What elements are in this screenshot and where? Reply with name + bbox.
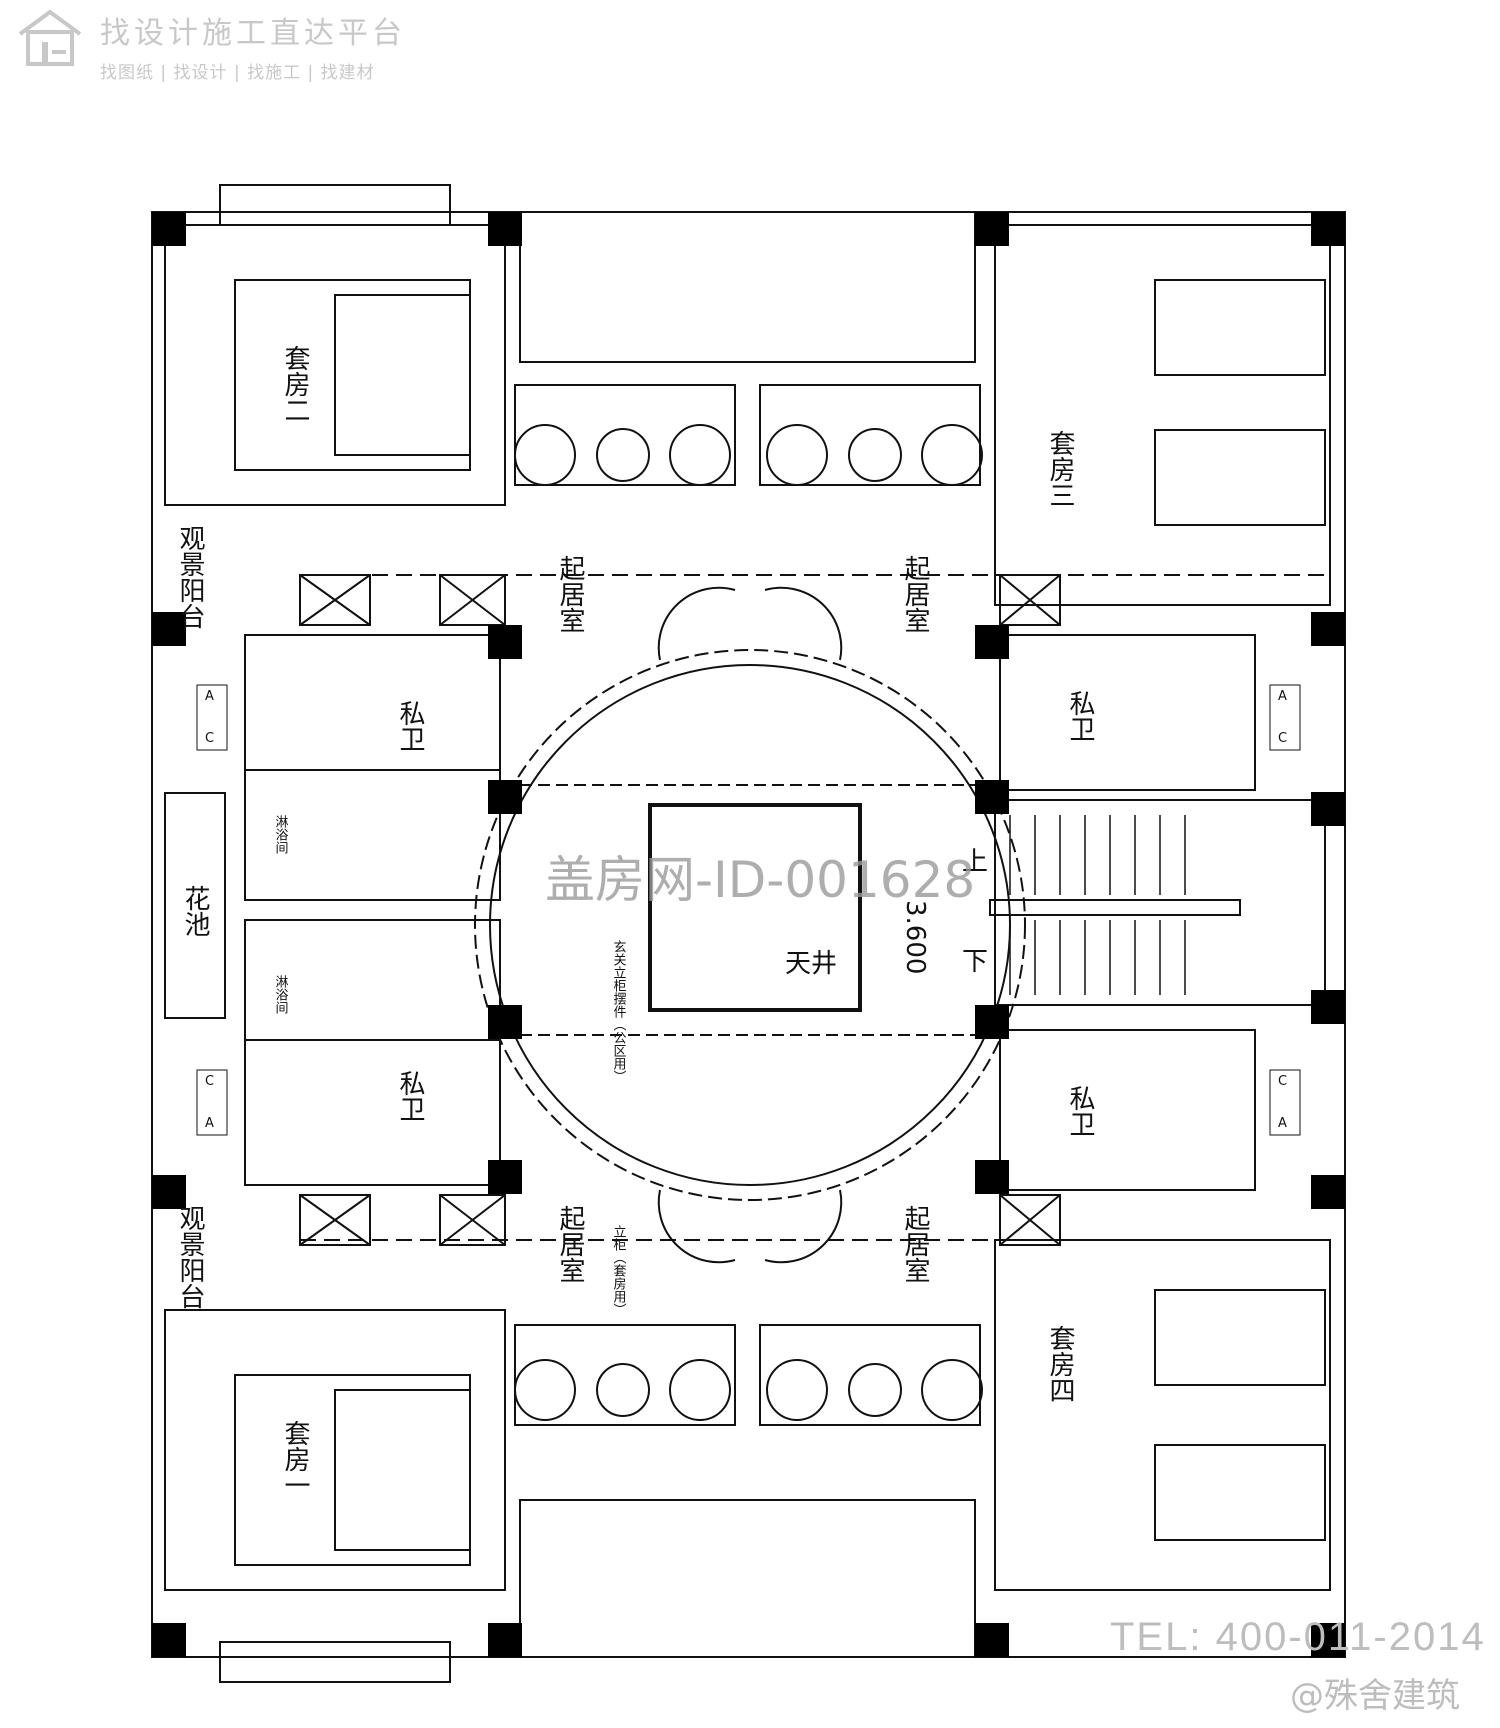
watermark-header: 找设计施工直达平台 找图纸 | 找设计 | 找施工 | 找建材 — [100, 8, 406, 83]
bath-e2 — [999, 1029, 1256, 1191]
hvac-label-c-2: C — [205, 1074, 214, 1089]
planter-box — [164, 792, 226, 1019]
annotation-suite-cabinet: 立柜（套房用） — [611, 1225, 627, 1316]
label-level: 3.600 — [900, 900, 930, 974]
label-suite4: 套房四 — [1045, 1325, 1075, 1403]
label-bath-w2: 私卫 — [395, 1070, 425, 1122]
stair-treads — [1009, 815, 1186, 995]
hvac-label-c-4: C — [1278, 1074, 1287, 1089]
suite2-room — [164, 224, 506, 506]
watermark-brand: @殊舍建筑 — [1290, 1676, 1460, 1716]
watermark-subtitle: 找图纸 | 找设计 | 找施工 | 找建材 — [100, 63, 375, 83]
label-stair-down: 下 — [962, 947, 988, 977]
atrium-circle — [474, 649, 1026, 1201]
label-suite2: 套房二 — [280, 345, 310, 423]
label-atrium: 天井 — [785, 949, 837, 979]
label-living-sw: 起居室 — [555, 1205, 585, 1283]
label-bath-e2: 私卫 — [1065, 1085, 1095, 1137]
watermark-tel: TEL: 400-011-2014 — [1110, 1615, 1486, 1659]
living-room-se — [759, 1324, 981, 1426]
hvac-label-a-4: A — [1278, 1116, 1287, 1131]
living-room-ne — [759, 384, 981, 486]
hvac-label-a-3: A — [1278, 689, 1287, 704]
columns — [152, 212, 1345, 1657]
plan-outline — [151, 211, 1346, 1658]
bath-w1 — [244, 634, 501, 901]
label-planter: 花池 — [180, 885, 210, 937]
hvac-label-a-1: A — [205, 689, 214, 704]
label-living-nw: 起居室 — [555, 555, 585, 633]
label-shower-2: 淋浴间 — [273, 975, 289, 1014]
label-living-se: 起居室 — [900, 1205, 930, 1283]
label-shower-1: 淋浴间 — [273, 815, 289, 854]
label-bath-w1: 私卫 — [395, 700, 425, 752]
hvac-units: A C C A A C C A — [196, 684, 1301, 1136]
label-bath-e1: 私卫 — [1065, 690, 1095, 742]
living-room-nw — [514, 384, 736, 486]
stair — [994, 799, 1326, 1006]
label-balcony-n: 观景阳台 — [175, 525, 205, 629]
annotation-foyer-cabinet: 玄关立柜摆件（公区用） — [611, 940, 627, 1083]
hvac-label-c-1: C — [205, 731, 214, 746]
atrium-void — [648, 803, 862, 1012]
bath-e1 — [999, 634, 1256, 791]
label-suite3: 套房三 — [1045, 430, 1075, 508]
hvac-label-a-2: A — [205, 1116, 214, 1131]
suite1-room — [164, 1309, 506, 1591]
watermark-title: 找设计施工直达平台 — [100, 16, 406, 51]
label-stair-up: 上 — [962, 847, 988, 877]
hvac-label-c-3: C — [1278, 731, 1287, 746]
watermark-logo-icon — [14, 8, 86, 74]
label-suite1: 套房一 — [280, 1420, 310, 1498]
label-balcony-s: 观景阳台 — [175, 1205, 205, 1309]
bath-w2 — [244, 919, 501, 1186]
living-room-sw — [514, 1324, 736, 1426]
watermark-id: 盖房网-ID-001628 — [545, 851, 976, 909]
suite3-room — [994, 224, 1331, 606]
suite4-room — [994, 1239, 1331, 1591]
label-living-ne: 起居室 — [900, 555, 930, 633]
